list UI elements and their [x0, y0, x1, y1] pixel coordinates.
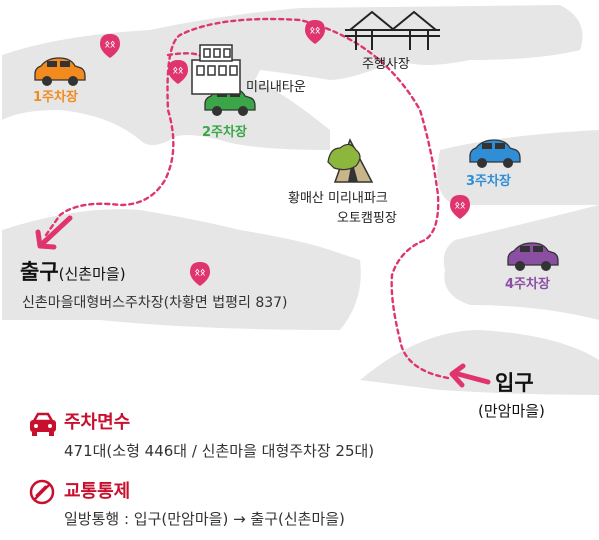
restroom-icon: ᛟᛟ — [100, 34, 120, 58]
parking-lot-4-label: 4주차장 — [505, 277, 550, 292]
svg-text:ᛟᛟ: ᛟᛟ — [195, 268, 206, 278]
exit-label: 출구(신촌마을) — [20, 262, 126, 283]
svg-text:ᛟᛟ: ᛟᛟ — [455, 201, 466, 211]
restroom-icon: ᛟᛟ — [450, 195, 470, 219]
svg-text:ᛟᛟ: ᛟᛟ — [310, 26, 321, 36]
parking-lot-1-label: 1주차장 — [33, 90, 78, 105]
entrance-arrow-icon — [449, 363, 491, 388]
camping-tent-icon — [327, 138, 374, 183]
camping-label-line2: 오토캠핑장 — [337, 211, 397, 226]
no-entry-icon — [29, 479, 55, 505]
driving-range-label: 주행사장 — [362, 57, 410, 72]
building-icon — [191, 44, 241, 95]
parking-lot-1-car-icon — [34, 57, 86, 86]
exit-arrow-icon — [35, 215, 73, 250]
entrance-title: 입구 — [495, 371, 534, 395]
restroom-icon: ᛟᛟ — [190, 262, 210, 286]
traffic-control-text: 일방통행 : 입구(만암마을) → 출구(신촌마을) — [64, 510, 345, 528]
parking-lot-3-label: 3주차장 — [466, 174, 511, 189]
driving-range-icon — [345, 10, 440, 50]
mirinae-town-label: 미리내타운 — [246, 80, 306, 95]
parking-lot-2-label: 2주차장 — [202, 125, 247, 140]
car-icon — [30, 412, 56, 436]
bus-parking-label: 신촌마을대형버스주차장(차황면 법평리 837) — [22, 295, 288, 311]
exit-title: 출구 — [20, 260, 59, 284]
entrance-subtitle: (만암마을) — [478, 402, 545, 420]
svg-text:ᛟᛟ: ᛟᛟ — [105, 40, 116, 50]
exit-subtitle: (신촌마을) — [58, 265, 126, 283]
svg-text:ᛟᛟ: ᛟᛟ — [173, 66, 184, 76]
road-areas — [2, 5, 599, 395]
traffic-control-title: 교통통제 — [64, 481, 131, 502]
parking-count-title: 주차면수 — [64, 412, 131, 433]
parking-count-text: 471대(소형 446대 / 신촌마을 대형주차장 25대) — [64, 442, 375, 460]
camping-label-line1: 황매산 미리내파크 — [288, 191, 388, 206]
restroom-icon: ᛟᛟ — [168, 60, 188, 84]
parking-lot-4-car-icon — [507, 242, 559, 271]
parking-lot-3-car-icon — [469, 139, 521, 168]
restroom-icon: ᛟᛟ — [305, 20, 325, 44]
